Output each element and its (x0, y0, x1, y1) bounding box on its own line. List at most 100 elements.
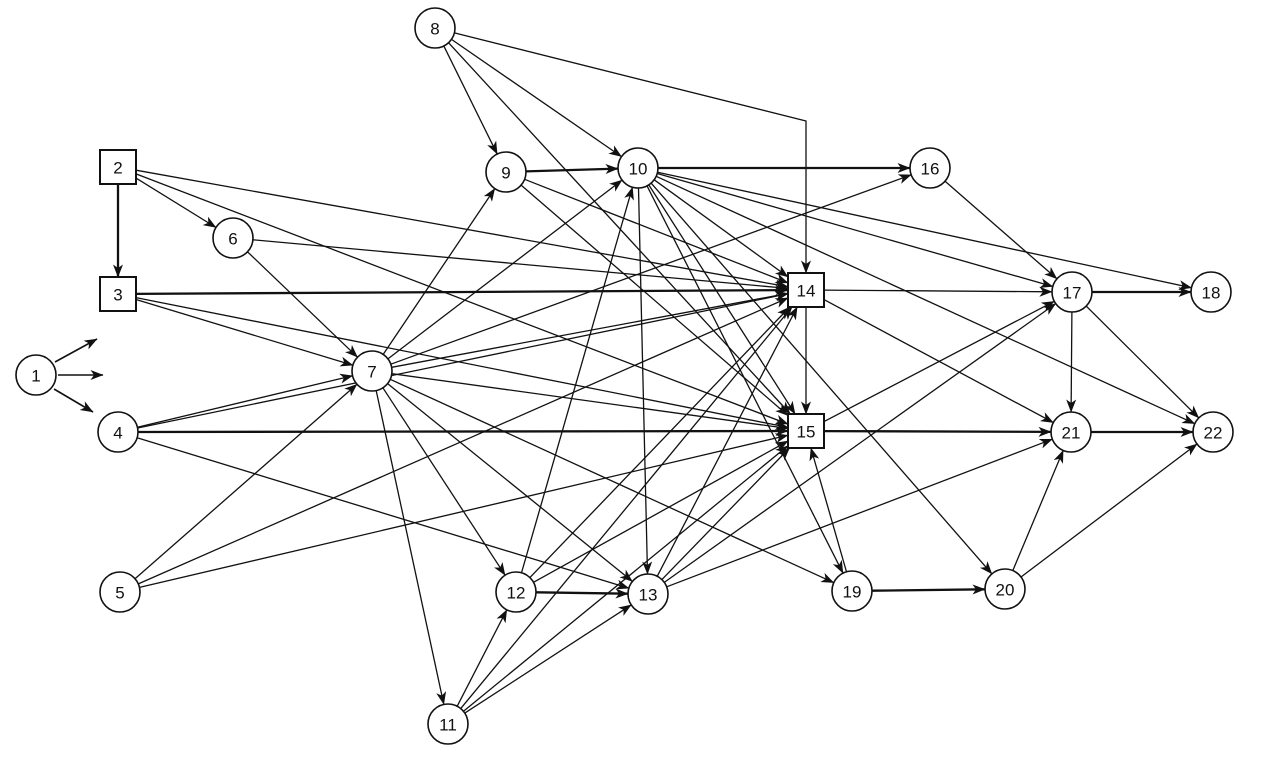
edge-7-14 (391, 290, 789, 368)
node-13: 13 (627, 573, 669, 615)
edge-20-21 (1012, 449, 1064, 571)
edge-16-17 (944, 180, 1058, 280)
node-22-circle (1192, 411, 1234, 453)
edge-10-14 (653, 179, 789, 278)
edge-14-17 (823, 286, 1053, 297)
node-9-circle (485, 151, 527, 193)
edge-5-7 (134, 383, 358, 580)
edge-5-14 (138, 297, 789, 585)
node-11-label: 11 (439, 716, 457, 735)
edge-8-14 (454, 32, 811, 274)
node-3: 3 (99, 276, 137, 312)
edge-13-21 (666, 438, 1053, 588)
node-9-label: 9 (501, 164, 510, 183)
edge-3-14 (135, 285, 789, 296)
edge-7-11 (375, 390, 447, 705)
edge-9-10 (525, 163, 619, 174)
edge-7-13 (387, 383, 633, 582)
node-1-label: 1 (31, 367, 40, 386)
edge-2-6 (135, 177, 217, 229)
edge-10-22 (655, 175, 1196, 425)
edge-8-9 (443, 45, 498, 155)
node-1: 1 (15, 354, 57, 396)
node-14-label: 14 (797, 282, 816, 301)
edge-8-15 (448, 42, 791, 415)
node-21-circle (1050, 411, 1092, 453)
node-13-circle (627, 573, 669, 615)
node-12-circle (495, 571, 537, 613)
edge-11-14 (460, 306, 793, 710)
node-19-label: 19 (843, 583, 862, 602)
edge-12-15 (533, 440, 789, 583)
node-20-label: 20 (996, 581, 1015, 600)
node-5-circle (99, 571, 141, 613)
node-17: 17 (1051, 271, 1093, 313)
edge-7-15 (391, 373, 789, 432)
edge-11-13 (464, 604, 632, 714)
node-11: 11 (427, 703, 469, 745)
node-5-label: 5 (115, 584, 124, 603)
edge-10-19 (646, 185, 844, 574)
node-10-label: 10 (629, 160, 648, 179)
node-18-circle (1190, 271, 1232, 313)
node-4: 4 (97, 411, 139, 453)
edge-4-13 (136, 437, 630, 590)
node-12: 12 (495, 571, 537, 613)
node-2: 2 (99, 149, 137, 185)
edge-9-14 (524, 178, 789, 284)
edge-2-14 (135, 169, 789, 290)
node-21-label: 21 (1062, 424, 1081, 443)
node-8-circle (414, 7, 456, 49)
node-15-square (787, 413, 825, 449)
edge-13-15 (661, 447, 790, 581)
edge-10-17 (657, 172, 1054, 288)
edge-20-22 (1020, 443, 1198, 578)
node-12-label: 12 (507, 584, 526, 603)
edge-4-7 (137, 373, 354, 428)
node-10: 10 (617, 147, 659, 189)
node-18: 18 (1190, 271, 1232, 313)
edges-layer (53, 32, 1200, 714)
edge-6-14 (252, 239, 789, 293)
edge-13-14 (656, 306, 798, 577)
node-8: 8 (414, 7, 456, 49)
edge-13-17 (663, 303, 1057, 583)
node-15: 15 (787, 413, 825, 449)
node-4-circle (97, 411, 139, 453)
edge-3-15 (135, 296, 789, 430)
node-20: 20 (984, 568, 1026, 610)
node-14-square (787, 272, 825, 308)
edge-10-13 (637, 187, 653, 575)
edge-7-12 (382, 387, 506, 576)
edge-17-21 (1066, 311, 1077, 413)
edge-6-7 (247, 251, 358, 358)
edge-19-15 (809, 447, 848, 572)
node-6-label: 6 (228, 230, 237, 249)
node-6: 6 (212, 217, 254, 259)
edge-12-13 (535, 588, 629, 599)
node-19: 19 (831, 570, 873, 612)
node-2-square (99, 149, 137, 185)
node-7-label: 7 (367, 363, 376, 382)
edge-10-18 (657, 171, 1192, 291)
node-4-label: 4 (113, 424, 122, 443)
node-3-label: 3 (113, 286, 122, 305)
edge-2-15 (135, 173, 789, 425)
edge-8-10 (451, 38, 622, 158)
stub-arrow-1 (54, 338, 98, 363)
edge-10-20 (650, 182, 993, 575)
edge-11-12 (456, 609, 508, 707)
edge-19-20 (871, 584, 986, 595)
edge-15-21 (823, 426, 1052, 437)
node-2-label: 2 (113, 159, 122, 178)
edge-7-10 (387, 179, 623, 360)
node-10-circle (617, 147, 659, 189)
node-17-label: 17 (1063, 284, 1082, 303)
edge-7-16 (390, 174, 912, 365)
edge-15-17 (823, 300, 1055, 423)
node-3-square (99, 276, 137, 312)
edge-17-22 (1085, 305, 1200, 419)
